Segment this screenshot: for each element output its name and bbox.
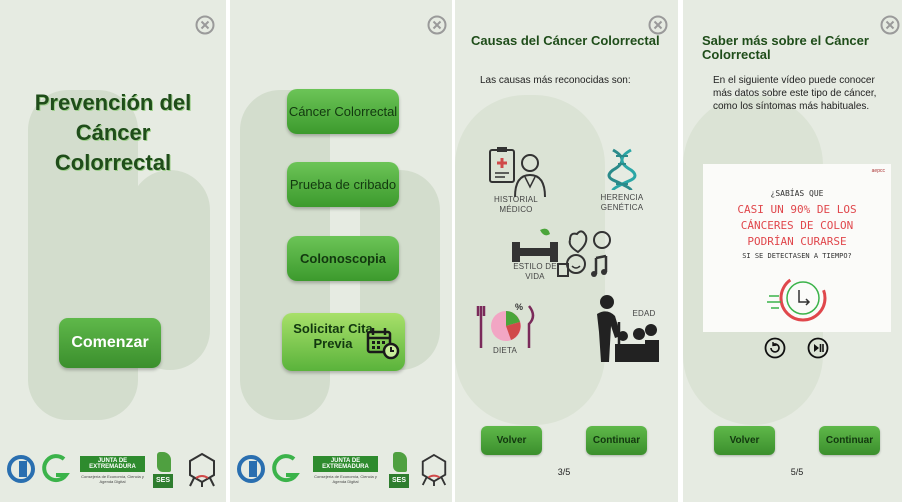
continue-button[interactable]: Continuar [819, 426, 880, 455]
back-button[interactable]: Volver [714, 426, 775, 455]
junta-sub: Consejería de Economía, Ciencia y Agenda… [314, 474, 377, 484]
cause-label-genetics: HERENCIA GENÉTICA [600, 193, 644, 212]
page-indicator: 3/5 [557, 467, 571, 477]
calendar-clock-icon [366, 328, 400, 360]
menu-screen: Cáncer Colorrectal Prueba de cribado Col… [230, 0, 452, 502]
ses-logo: SES [389, 452, 413, 490]
virus-logo [189, 452, 215, 487]
intro-text: Las causas más reconocidas son: [480, 75, 631, 86]
menu-item-cancer-colorrectal[interactable]: Cáncer Colorrectal [287, 89, 399, 134]
app-title: Prevención del Cáncer Colorrectal [34, 90, 192, 175]
cause-label-age: EDAD [632, 309, 656, 318]
start-button[interactable]: Comenzar [59, 318, 161, 368]
appointment-label: Solicitar Cita Previa [293, 321, 373, 351]
close-icon[interactable] [427, 15, 447, 35]
junta-logo: JUNTA DE EXTREMADURA Consejería de Econo… [313, 456, 378, 484]
medical-history-icon [489, 147, 546, 197]
welcome-screen: Prevención del Cáncer Colorrectal Comenz… [0, 0, 226, 502]
cause-label-diet: DIETA [493, 346, 517, 355]
lifestyle-icon [512, 228, 611, 277]
junta-label: JUNTA DE EXTREMADURA [80, 456, 145, 472]
video-line-4: PODRÍAN CURARSE [747, 235, 847, 248]
close-icon[interactable] [880, 15, 900, 35]
ses-label: SES [389, 474, 409, 488]
screen-title: Saber más sobre el Cáncer Colorrectal [702, 33, 869, 62]
close-icon[interactable] [195, 15, 215, 35]
diet-icon: % [476, 302, 535, 348]
junta-logo: JUNTA DE EXTREMADURA Consejería de Econo… [80, 456, 145, 484]
intro-text: En el siguiente vídeo puede conocer más … [713, 75, 877, 112]
video-line-1: ¿SABÍAS QUE [770, 189, 824, 198]
video-player[interactable]: aepcc ¿SABÍAS QUE CASI UN 90% DE LOS CÁN… [703, 164, 891, 332]
background-shape [455, 95, 605, 425]
junta-sub: Consejería de Economía, Ciencia y Agenda… [81, 474, 144, 484]
cause-label-lifestyle: ESTILO DE VIDA [513, 262, 557, 281]
causes-screen: Causas del Cáncer Colorrectal Las causas… [455, 0, 678, 502]
video-graphic-icon [767, 274, 827, 322]
junta-label: JUNTA DE EXTREMADURA [313, 456, 378, 472]
cause-label-history: HISTORIAL MÉDICO [494, 195, 538, 214]
page-indicator: 5/5 [790, 467, 804, 477]
svg-text:%: % [515, 302, 523, 312]
back-button[interactable]: Volver [481, 426, 542, 455]
video-line-5: SI SE DETECTASEN A TIEMPO? [742, 252, 852, 260]
video-brand: aepcc [871, 168, 885, 174]
virus-logo [421, 453, 447, 486]
video-screen: Saber más sobre el Cáncer Colorrectal En… [683, 0, 902, 502]
menu-item-colonoscopia[interactable]: Colonoscopia [287, 236, 399, 281]
appointment-button[interactable]: Solicitar Cita Previa [282, 313, 405, 371]
ses-logo: SES [153, 452, 177, 490]
continue-button[interactable]: Continuar [586, 426, 647, 455]
screen-title: Causas del Cáncer Colorrectal [471, 33, 660, 48]
menu-item-prueba-cribado[interactable]: Prueba de cribado [287, 162, 399, 207]
institution-logos [237, 454, 300, 483]
institution-logos [7, 454, 70, 483]
age-icon [597, 295, 659, 362]
video-line-3: CÁNCERES DE COLON [740, 219, 854, 232]
dna-icon [607, 148, 637, 191]
video-line-2: CASI UN 90% DE LOS [737, 203, 857, 216]
play-pause-icon[interactable] [807, 337, 829, 359]
replay-icon[interactable] [764, 337, 786, 359]
ses-label: SES [153, 474, 173, 488]
close-icon[interactable] [648, 15, 668, 35]
